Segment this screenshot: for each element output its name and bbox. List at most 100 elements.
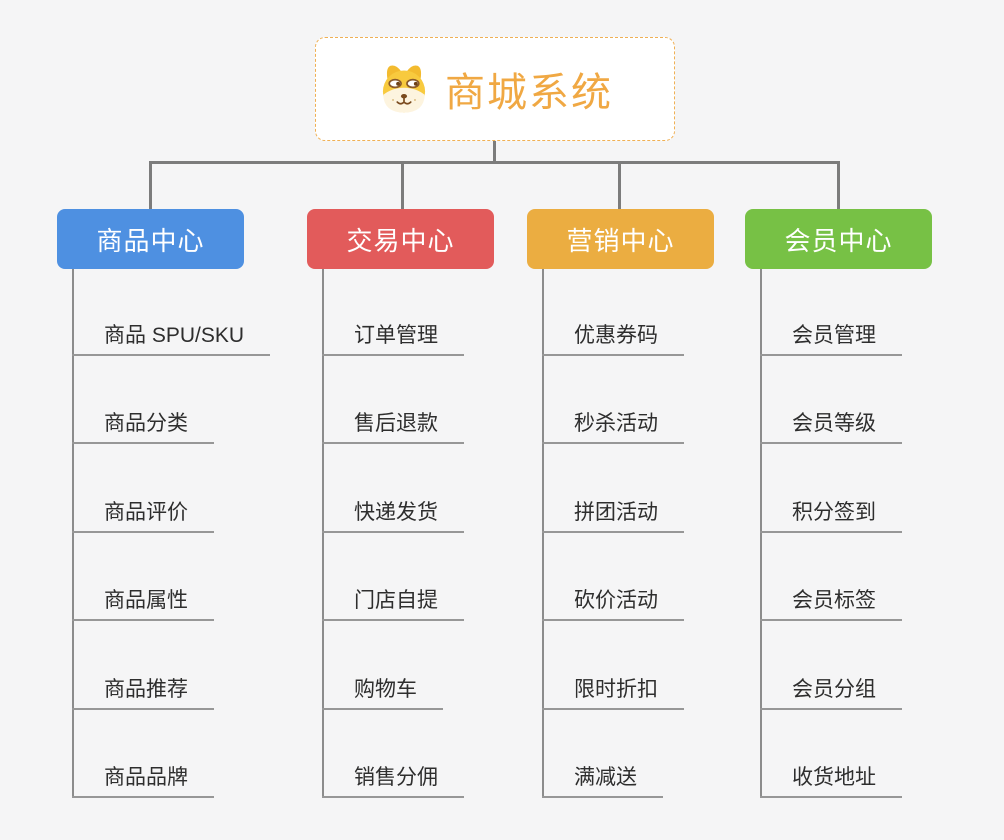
branch-items: 会员管理 会员等级 积分签到 会员标签 会员分组 收货地址: [760, 267, 902, 798]
leaf-label: 秒杀活动: [574, 412, 658, 435]
branch-group-3: 营销中心 优惠券码 秒杀活动 拼团活动 砍价活动 限时折扣 满减送: [527, 209, 777, 809]
branch-connector-line: [72, 269, 74, 798]
leaf-label: 销售分佣: [354, 766, 438, 789]
leaf-row: 商品品牌: [72, 710, 270, 798]
leaf-node[interactable]: 商品评价: [72, 496, 214, 533]
leaf-row: 会员分组: [760, 621, 902, 710]
leaf-label: 门店自提: [354, 589, 438, 612]
leaf-label: 商品分类: [104, 412, 188, 435]
leaf-node[interactable]: 收货地址: [760, 761, 902, 798]
dog-face-icon: [377, 62, 431, 116]
leaf-label: 会员标签: [792, 589, 876, 612]
connector-rail: [149, 161, 840, 164]
root-node[interactable]: 商城系统: [315, 37, 675, 141]
connector-drop-market: [618, 164, 621, 210]
leaf-row: 拼团活动: [542, 444, 684, 533]
leaf-node[interactable]: 订单管理: [322, 319, 464, 356]
branch-items: 订单管理 售后退款 快递发货 门店自提 购物车 销售分佣: [322, 267, 464, 798]
leaf-node[interactable]: 拼团活动: [542, 496, 684, 533]
leaf-label: 优惠券码: [574, 323, 658, 347]
leaf-node[interactable]: 销售分佣: [322, 761, 464, 798]
leaf-row: 会员等级: [760, 356, 902, 444]
leaf-label: 商品属性: [104, 589, 188, 612]
branch-header[interactable]: 商品中心: [57, 209, 244, 269]
branch-connector-line: [760, 269, 762, 798]
leaf-node[interactable]: 快递发货: [322, 496, 464, 533]
leaf-label: 购物车: [354, 677, 417, 701]
leaf-label: 砍价活动: [574, 589, 658, 612]
leaf-node[interactable]: 商品属性: [72, 584, 214, 621]
leaf-row: 会员管理: [760, 267, 902, 356]
leaf-row: 限时折扣: [542, 621, 684, 710]
branch-items: 优惠券码 秒杀活动 拼团活动 砍价活动 限时折扣 满减送: [542, 267, 684, 798]
leaf-node[interactable]: 商品品牌: [72, 761, 214, 798]
branch-label: 交易中心: [346, 225, 455, 256]
branch-header[interactable]: 营销中心: [527, 209, 714, 269]
root-title: 商城系统: [445, 71, 613, 115]
leaf-label: 商品评价: [104, 500, 188, 524]
leaf-label: 商品 SPU/SKU: [104, 323, 245, 347]
leaf-node[interactable]: 售后退款: [322, 407, 464, 444]
leaf-label: 售后退款: [354, 412, 438, 435]
leaf-node[interactable]: 秒杀活动: [542, 407, 684, 444]
leaf-node[interactable]: 购物车: [322, 673, 443, 710]
leaf-row: 购物车: [322, 621, 464, 710]
leaf-row: 商品推荐: [72, 621, 270, 710]
connector-drop-member: [837, 161, 840, 210]
branch-group-2: 交易中心 订单管理 售后退款 快递发货 门店自提 购物车 销售分佣: [307, 209, 557, 809]
leaf-row: 积分签到: [760, 444, 902, 533]
leaf-label: 拼团活动: [574, 500, 658, 524]
branch-items: 商品 SPU/SKU 商品分类 商品评价 商品属性 商品推荐 商品品牌: [72, 267, 271, 798]
leaf-label: 积分签到: [792, 500, 876, 524]
leaf-row: 商品分类: [72, 356, 270, 444]
leaf-label: 会员分组: [792, 677, 876, 701]
leaf-node[interactable]: 商品 SPU/SKU: [72, 319, 271, 356]
leaf-node[interactable]: 砍价活动: [542, 584, 684, 621]
branch-header[interactable]: 交易中心: [307, 209, 494, 269]
leaf-row: 会员标签: [760, 533, 902, 621]
branch-header[interactable]: 会员中心: [745, 209, 932, 269]
leaf-label: 限时折扣: [574, 677, 658, 701]
branch-connector-line: [542, 269, 544, 798]
leaf-row: 快递发货: [322, 444, 464, 533]
leaf-node[interactable]: 商品推荐: [72, 673, 214, 710]
branch-label: 商品中心: [96, 225, 205, 256]
leaf-label: 会员管理: [792, 323, 876, 347]
leaf-node[interactable]: 满减送: [542, 761, 663, 798]
branch-label: 营销中心: [566, 225, 675, 256]
leaf-label: 收货地址: [792, 766, 876, 789]
leaf-label: 会员等级: [792, 412, 876, 435]
leaf-row: 收货地址: [760, 710, 902, 798]
leaf-label: 订单管理: [354, 323, 438, 347]
leaf-node[interactable]: 会员分组: [760, 673, 902, 710]
leaf-node[interactable]: 会员等级: [760, 407, 902, 444]
branch-group-4: 会员中心 会员管理 会员等级 积分签到 会员标签 会员分组 收货地址: [745, 209, 995, 809]
branch-label: 会员中心: [784, 225, 893, 256]
leaf-node[interactable]: 门店自提: [322, 584, 464, 621]
leaf-row: 砍价活动: [542, 533, 684, 621]
leaf-label: 满减送: [574, 766, 637, 789]
connector-drop-trade: [401, 164, 404, 210]
leaf-row: 满减送: [542, 710, 684, 798]
connector-drop-product: [149, 161, 152, 210]
branch-connector-line: [322, 269, 324, 798]
leaf-row: 商品评价: [72, 444, 270, 533]
leaf-row: 售后退款: [322, 356, 464, 444]
leaf-node[interactable]: 商品分类: [72, 407, 214, 444]
leaf-node[interactable]: 限时折扣: [542, 673, 684, 710]
leaf-row: 销售分佣: [322, 710, 464, 798]
leaf-node[interactable]: 会员标签: [760, 584, 902, 621]
leaf-row: 优惠券码: [542, 267, 684, 356]
branch-group-1: 商品中心 商品 SPU/SKU 商品分类 商品评价 商品属性 商品推荐 商品品牌: [57, 209, 307, 809]
connector-root-stem: [493, 141, 496, 164]
leaf-label: 快递发货: [354, 500, 438, 524]
leaf-row: 商品 SPU/SKU: [72, 267, 271, 356]
leaf-node[interactable]: 优惠券码: [542, 319, 684, 356]
leaf-node[interactable]: 积分签到: [760, 496, 902, 533]
leaf-row: 秒杀活动: [542, 356, 684, 444]
leaf-label: 商品品牌: [104, 766, 188, 789]
leaf-node[interactable]: 会员管理: [760, 319, 902, 356]
leaf-label: 商品推荐: [104, 677, 188, 701]
leaf-row: 商品属性: [72, 533, 270, 621]
